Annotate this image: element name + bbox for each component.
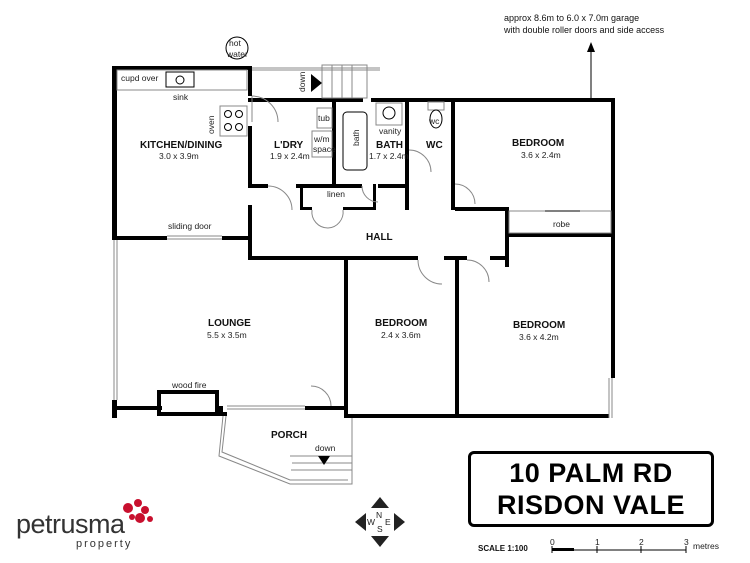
porch-down-label: down	[315, 443, 336, 453]
linen-label: linen	[327, 189, 345, 199]
wc-small-label: wc	[428, 116, 440, 126]
scale-unit: metres	[693, 541, 719, 551]
bedroom1-size: 3.6 x 2.4m	[521, 150, 561, 160]
bedroom2-size: 2.4 x 3.6m	[381, 330, 421, 340]
logo-mark	[123, 499, 153, 523]
bath-fixture-label: bath	[351, 129, 361, 146]
hot-water-unit	[225, 36, 249, 60]
kitchen-size: 3.0 x 3.9m	[159, 151, 199, 161]
vanity-icon	[375, 102, 403, 126]
down-label-stairs: down	[297, 71, 307, 92]
wood-fire-label: wood fire	[171, 380, 207, 390]
bedroom1-name: BEDROOM	[512, 138, 564, 149]
hall-name: HALL	[366, 232, 393, 243]
garage-note-line1: approx 8.6m to 6.0 x 7.0m garage	[504, 13, 639, 23]
scale-tick-3: 3	[684, 537, 689, 547]
bathtub-icon	[342, 111, 368, 171]
sink-label: sink	[173, 92, 189, 102]
compass-n: N	[376, 510, 382, 520]
wm-label-2: space	[313, 144, 336, 154]
garage-note-line2: with double roller doors and side access	[503, 25, 665, 35]
hot-water-label-1: hot	[229, 38, 241, 48]
logo-name: petrusma	[16, 509, 125, 539]
oven-label: oven	[206, 115, 216, 134]
scale-tick-1: 1	[595, 537, 600, 547]
wm-space	[311, 130, 333, 158]
vanity-label: vanity	[379, 126, 402, 136]
garage-arrow	[587, 42, 595, 98]
walls	[112, 66, 615, 418]
address-line1: 10 PALM RD	[509, 458, 673, 488]
scale-label: SCALE 1:100	[478, 544, 528, 553]
tub-label: tub	[318, 113, 330, 123]
bedroom3-name: BEDROOM	[513, 320, 565, 331]
cupd-over-label: cupd over	[121, 73, 158, 83]
lounge-size: 5.5 x 3.5m	[207, 330, 247, 340]
lounge-name: LOUNGE	[208, 318, 251, 329]
bath-size: 1.7 x 2.4m	[369, 151, 409, 161]
compass-icon: N S E W	[355, 497, 405, 547]
toilet-icon	[429, 109, 443, 129]
compass-s: S	[377, 524, 383, 534]
scale-bar: 0 1 2 3 metres	[550, 537, 719, 553]
porch-outline	[218, 415, 353, 485]
cooktop-icon	[219, 105, 248, 137]
bench	[116, 69, 248, 91]
address-box: 10 PALM RD RISDON VALE	[468, 451, 714, 527]
logo-sub: property	[76, 538, 133, 550]
kitchen-name: KITCHEN/DINING	[140, 140, 222, 151]
scale-tick-2: 2	[639, 537, 644, 547]
compass-w: W	[367, 517, 375, 527]
wm-label-1: w/m	[313, 134, 330, 144]
tub-icon	[316, 107, 333, 129]
laundry-name: L'DRY	[274, 140, 304, 151]
toilet-cistern	[427, 101, 445, 111]
brand-logo: petrusma property	[16, 495, 166, 555]
bedroom3-size: 3.6 x 4.2m	[519, 332, 559, 342]
compass-e: E	[385, 517, 391, 527]
address-line2: RISDON VALE	[496, 490, 685, 520]
bath-name: BATH	[376, 140, 403, 151]
windows	[113, 67, 613, 418]
sink-icon	[165, 71, 195, 88]
sliding-door-label: sliding door	[168, 221, 212, 231]
laundry-size: 1.9 x 2.4m	[270, 151, 310, 161]
robe-label: robe	[553, 219, 570, 229]
bedroom2-name: BEDROOM	[375, 318, 427, 329]
porch-name: PORCH	[271, 430, 307, 441]
scale-tick-0: 0	[550, 537, 555, 547]
doors	[251, 95, 490, 407]
hot-water-label-2: water	[226, 49, 248, 59]
wc-name: WC	[426, 140, 443, 151]
stairs	[311, 64, 368, 99]
